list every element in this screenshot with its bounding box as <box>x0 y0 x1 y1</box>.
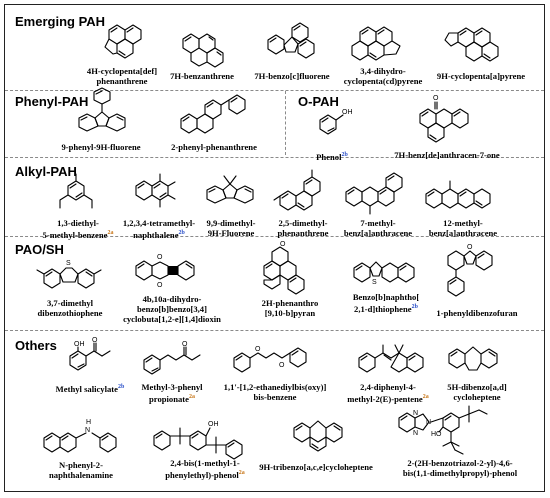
compound-label: N-phenyl-2-naphthalenamine <box>49 460 113 480</box>
compound-label: Phenol2b <box>316 151 348 162</box>
n-label: N <box>413 430 418 437</box>
o-label: O <box>92 337 98 344</box>
section-title-alkyl-pah: Alkyl-PAH <box>15 164 77 179</box>
h-label: H <box>86 419 91 426</box>
compound-label: 5H-dibenzo[a,d]cycloheptene <box>447 382 507 402</box>
compound-label: 1,1'-[1,2-ethanediylbis(oxy)]bis-benzene <box>223 382 327 402</box>
structure-ethanediylbis-oxy-benzene: O O <box>233 346 307 373</box>
section-divider <box>5 330 544 331</box>
structure-benzonaphthothiophene: S <box>353 261 415 286</box>
structure-methyl-phenylpropionate: O <box>143 341 201 375</box>
compound-label: 9H-cyclopenta[a]pyrene <box>436 71 526 81</box>
compound-label: 4H-cyclopenta[def]phenanthrene <box>86 66 158 86</box>
section-divider <box>5 157 544 158</box>
structure-dihydro-benzodioxin: O O <box>135 254 195 289</box>
ho-label: HO <box>431 431 442 438</box>
compound-label: Benzo[b]naphtho[2,1-d]thiophene2b <box>352 292 420 314</box>
compound-label: 2,5-dimethyl-phenanthrene <box>277 218 329 238</box>
compound-label: 9-phenyl-9H-fluorene <box>61 142 141 152</box>
o-label: O <box>157 282 163 289</box>
structure-methyl-12-benzanthracene <box>425 180 491 209</box>
structure-cyclopenta-phenanthrene <box>104 24 142 59</box>
compound-label: 9,9-dimethyl-9H-Fluorene <box>206 218 256 238</box>
section-title-pao-sh: PAO/SH <box>15 242 64 257</box>
compound-label: 12-methyl-benz[a]anthracene <box>428 218 498 238</box>
compound-label: 1-phenyldibenzofuran <box>436 308 518 318</box>
section-divider <box>5 90 544 91</box>
o-label: O <box>280 241 286 248</box>
compound-label: 7H-benzo[c]fluorene <box>254 71 330 81</box>
structure-diethyl-methyl-benzene <box>59 173 93 209</box>
structure-bis-methylphenylethyl-phenol: OH <box>153 421 243 460</box>
o-label: O <box>182 341 188 348</box>
section-title-others: Others <box>15 338 57 353</box>
structure-cyclopenta-a-pyrene <box>444 27 499 62</box>
s-label: S <box>372 279 377 286</box>
o-label: O <box>467 244 473 251</box>
compound-label: 3,4-dihydro-cyclopenta(cd)pyrene <box>343 66 423 86</box>
structure-benzotriazolyl-phenol: N N N HO <box>398 405 488 455</box>
compound-label: 1,3-diethyl-5-methyl-benzene2a <box>42 218 114 240</box>
structure-methyl-7-benzanthracene <box>345 172 403 215</box>
compound-label: 2-(2H-benzotriazol-2-yl)-4,6-bis(1,1-dim… <box>402 458 518 478</box>
o-label: O <box>279 362 285 369</box>
compound-label: 1,2,3,4-tetramethyl-naphthalene2b <box>122 218 196 240</box>
structure-tribenzo-cycloheptene <box>293 420 343 452</box>
o-label: O <box>433 95 439 102</box>
structure-dihydro-cyclopenta-pyrene <box>351 26 401 61</box>
section-title-o-pah: O-PAH <box>298 94 339 109</box>
structure-methyl-salicylate: OH O <box>69 337 111 371</box>
structure-phenyl-fluorene <box>78 87 126 132</box>
oh-label: OH <box>208 421 219 428</box>
structure-dibenzo-cycloheptene <box>448 346 498 371</box>
s-label: S <box>66 260 71 267</box>
oh-label: OH <box>342 109 353 116</box>
structure-phenyl-naphthalenamine: N H <box>43 419 117 453</box>
structure-dimethyl-phenanthrene <box>273 169 321 211</box>
n-label: N <box>413 410 418 417</box>
structure-phenyldibenzofuran: O <box>447 244 493 297</box>
structure-phenyl-phenanthrene <box>180 94 246 134</box>
n-label: N <box>85 427 90 434</box>
section-title-emerging-pah: Emerging PAH <box>15 14 106 29</box>
compound-label: 2-phenyl-phenanthrene <box>171 142 257 152</box>
section-title-phenyl-pah: Phenyl-PAH <box>15 94 89 109</box>
oh-label: OH <box>74 341 85 348</box>
compound-label: Methyl salicylate2b <box>55 383 125 394</box>
compound-label: 7H-benzanthrene <box>170 71 234 81</box>
structure-benzo-c-fluorene <box>267 22 315 59</box>
section-divider-vertical <box>285 91 286 155</box>
compound-label: 2,4-bis(1-methyl-1-phenylethyl)-phenol2a <box>165 458 245 480</box>
structure-benzanthracenone: O <box>419 95 469 143</box>
figure-frame <box>4 4 545 492</box>
o-label: O <box>157 254 163 261</box>
structure-dimethyl-dibenzothiophene: S <box>36 260 102 289</box>
structure-dimethyl-fluorene <box>206 175 254 204</box>
section-divider <box>5 236 544 237</box>
compound-label: 7H-benz[de]anthracen-7-one <box>394 150 500 160</box>
structure-tetramethyl-naphthalene <box>135 173 176 208</box>
n-label: N <box>426 419 431 426</box>
compound-label: 9H-tribenzo[a,c,e]cycloheptene <box>259 462 373 472</box>
compound-label: 2H-phenanthro[9,10-b]pyran <box>261 298 319 318</box>
compound-label: 2,4-diphenyl-4-methyl-2(E)-pentene2a <box>347 382 429 404</box>
structure-diphenyl-methyl-pentene <box>358 344 424 373</box>
compound-label: 4b,10a-dihydro-benzo[b]benzo[3,4]cyclobu… <box>123 294 221 324</box>
structure-phenanthro-pyran: O <box>263 241 305 295</box>
o-label: O <box>255 346 261 353</box>
compound-label: 7-methyl-benz[a]anthracene <box>343 218 413 238</box>
structure-phenol: OH <box>319 109 353 135</box>
structure-benzanthrene <box>182 33 224 68</box>
